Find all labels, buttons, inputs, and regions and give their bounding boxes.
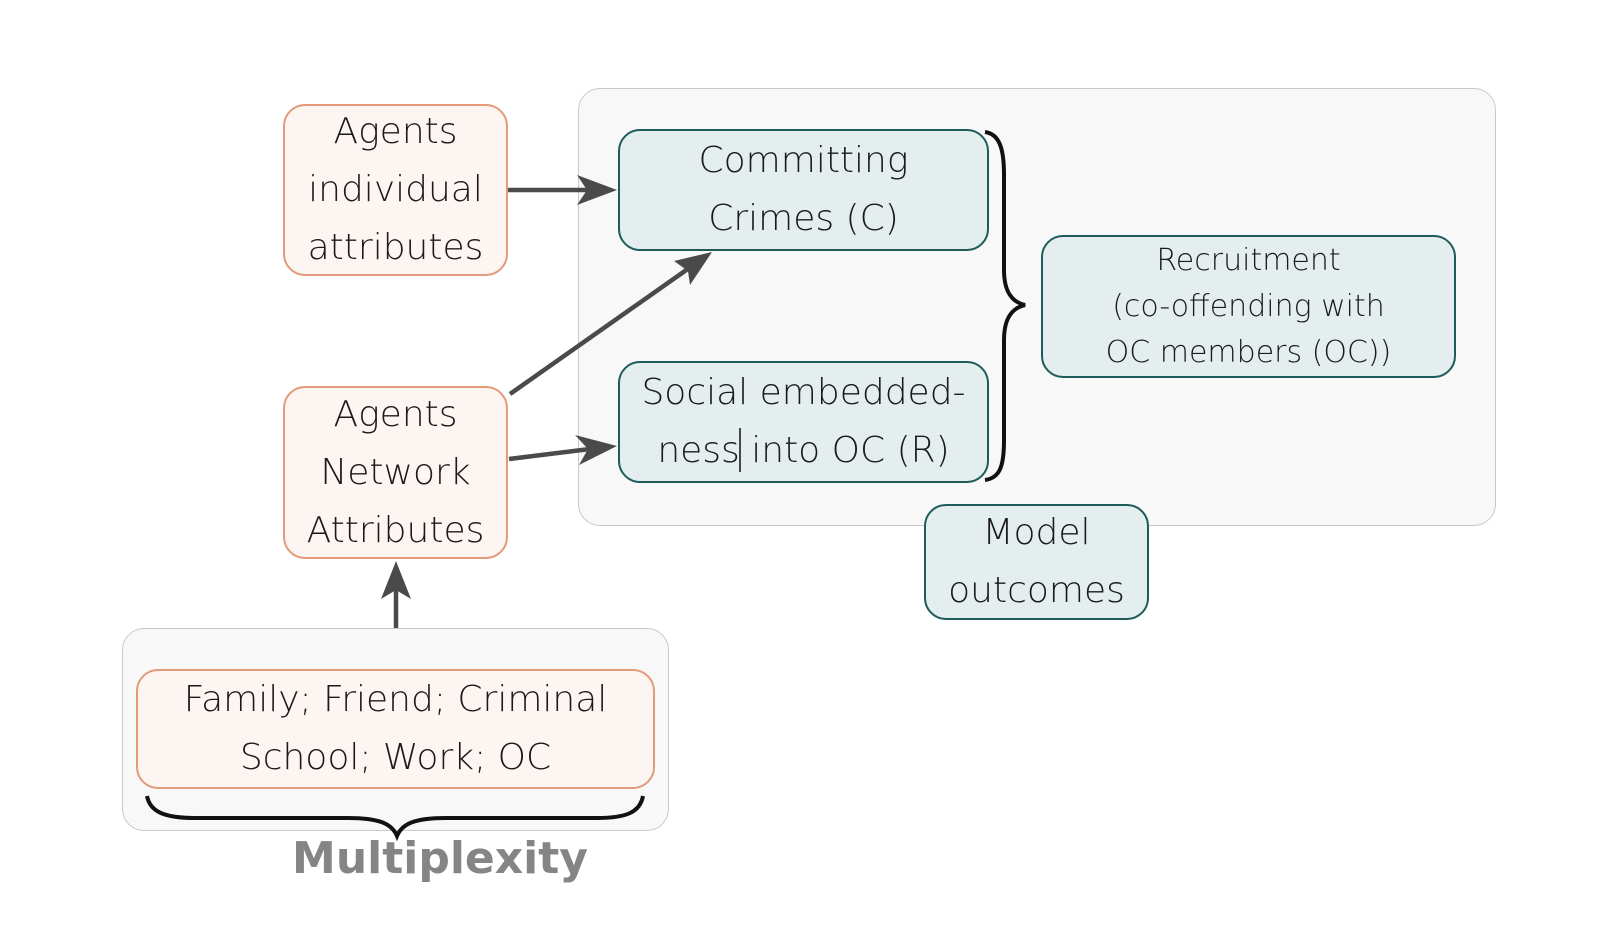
multiplexity-label: Multiplexity	[292, 833, 588, 884]
recruitment-node: Recruitment (co-offending with OC member…	[1041, 235, 1456, 378]
outcomes-brace	[984, 130, 1026, 482]
agents-individual-attributes-node: Agents individual attributes	[283, 104, 508, 276]
multiplexity-brace	[145, 795, 645, 842]
social-embeddedness-node: Social embedded- ness into OC (R)	[618, 361, 989, 483]
arrow-network-to-crimes	[508, 252, 712, 396]
arrow-individual-to-crimes	[508, 175, 617, 205]
network-layers-node: Family; Friend; Criminal School; Work; O…	[136, 669, 655, 789]
committing-crimes-node: Committing Crimes (C)	[618, 129, 989, 251]
model-outcomes-label: Model outcomes	[924, 504, 1149, 620]
arrow-layers-to-network	[381, 561, 411, 628]
arrow-network-to-embedded	[508, 435, 617, 465]
agents-network-attributes-node: Agents Network Attributes	[283, 386, 508, 559]
